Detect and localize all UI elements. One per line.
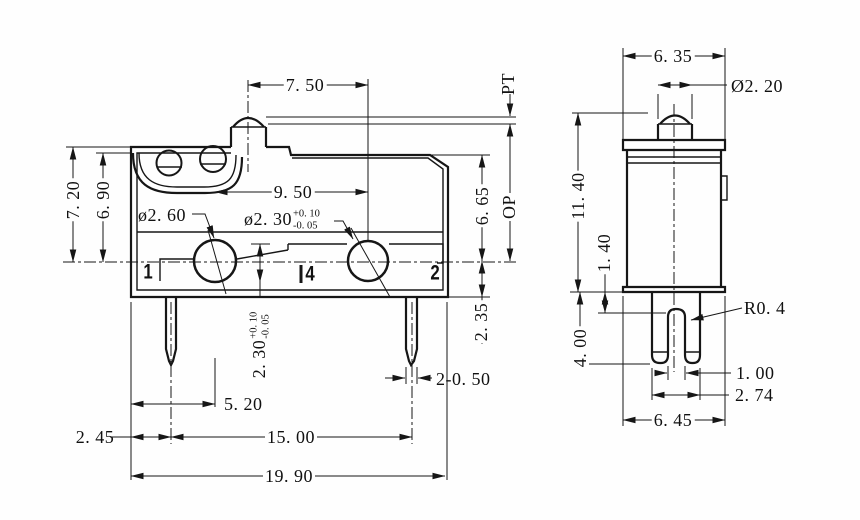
tolerance-plus: +0. 10 [248, 311, 260, 339]
dim-height-inner-label: 6. 90 [93, 178, 113, 222]
dim-right-upper-label: 6. 65 [472, 184, 492, 228]
dim-pin1-offset-label: 2. 45 [75, 427, 115, 447]
contact-strip-terminal1 [159, 258, 195, 281]
dim-right-lower-label: 2. 35 [471, 300, 491, 344]
tolerance-stack: +0. 10-0. 05 [293, 208, 320, 231]
fork-terminal-outline [650, 292, 702, 365]
dim-total-height-label: 11. 40 [568, 170, 588, 222]
dim-contact-gap-value: 2. 30 [249, 339, 270, 379]
dim-hole-right-dia-label: ø2. 30+0. 10-0. 05 [242, 208, 322, 232]
ext-side-top-width [622, 48, 726, 140]
dim-plunger-dia-label: Ø2. 20 [731, 76, 783, 96]
terminal-hole-right [346, 239, 390, 283]
pivot-hole-right [199, 145, 227, 173]
ext-side-bottom-width [622, 296, 726, 426]
dim-hole-offset-label: 5. 20 [224, 394, 263, 414]
dim-hole-left-dia-label: ø2. 60 [138, 205, 186, 225]
front-view-drawing [63, 79, 517, 480]
pretravel-label: PT [498, 72, 518, 96]
solder-pin-2 [404, 297, 419, 368]
pivot-lobe-inner [138, 152, 237, 188]
side-plunger-dome [659, 114, 691, 125]
dim-hole-right-dia-value: ø2. 30 [244, 209, 292, 230]
tolerance-minus: -0. 05 [260, 314, 271, 339]
contact-spring-lever [236, 243, 444, 264]
dim-top-width-label: 6. 35 [651, 46, 695, 66]
terminal-hole-left [192, 238, 238, 284]
dim-pin-length-label: 4. 00 [570, 326, 590, 370]
leader-hole-left [192, 213, 215, 239]
dim-contact-gap-label: 2. 30+0. 10-0. 05 [248, 309, 273, 381]
ext-pin2-sides [405, 367, 418, 384]
side-plunger-sides [656, 124, 694, 140]
tolerance-stack: +0. 10-0. 05 [248, 312, 271, 339]
dim-pin-pitch-label: 15. 00 [265, 427, 317, 447]
terminal-1-label: 1 [143, 260, 153, 284]
pivot-lobe-outer [131, 152, 244, 195]
dim-plunger-offset-label: 7. 50 [283, 75, 327, 95]
tolerance-plus: +0. 10 [293, 208, 320, 220]
dim-height-outer-label: 7. 20 [63, 178, 83, 222]
terminal-4-label: 4 [305, 262, 315, 286]
ext-slot-sides [667, 366, 686, 380]
operating-position-label: OP [499, 192, 519, 222]
pivot-hole-left [155, 149, 183, 177]
dim-slot-width-label: 1. 00 [736, 363, 775, 383]
hole-right-leader-slash [350, 227, 391, 298]
plunger-sides [229, 127, 268, 147]
switch-body-outline [129, 145, 450, 299]
dim-slot-depth-label: 1. 40 [594, 231, 614, 275]
tolerance-minus: -0. 05 [293, 220, 318, 231]
leader-hole-right [334, 220, 354, 240]
terminal-2-label: 2 [430, 261, 440, 285]
leader-slot-radius [690, 307, 743, 321]
dim-bottom-width-label: 6. 45 [651, 410, 695, 430]
dim-pin-width-label: 2-0. 50 [436, 369, 491, 389]
side-body-walls [625, 150, 723, 287]
switch-body-inner-wall [136, 152, 444, 291]
dim-hole-span-label: 9. 50 [271, 182, 315, 202]
dim-total-width-label: 19. 90 [263, 466, 315, 486]
side-bottom-cap [621, 285, 727, 294]
dim-slot-radius-label: R0. 4 [744, 298, 786, 318]
side-latch-bump [721, 175, 728, 201]
ext-side-plunger [657, 94, 693, 119]
dim-fork-width-label: 2. 74 [735, 385, 774, 405]
